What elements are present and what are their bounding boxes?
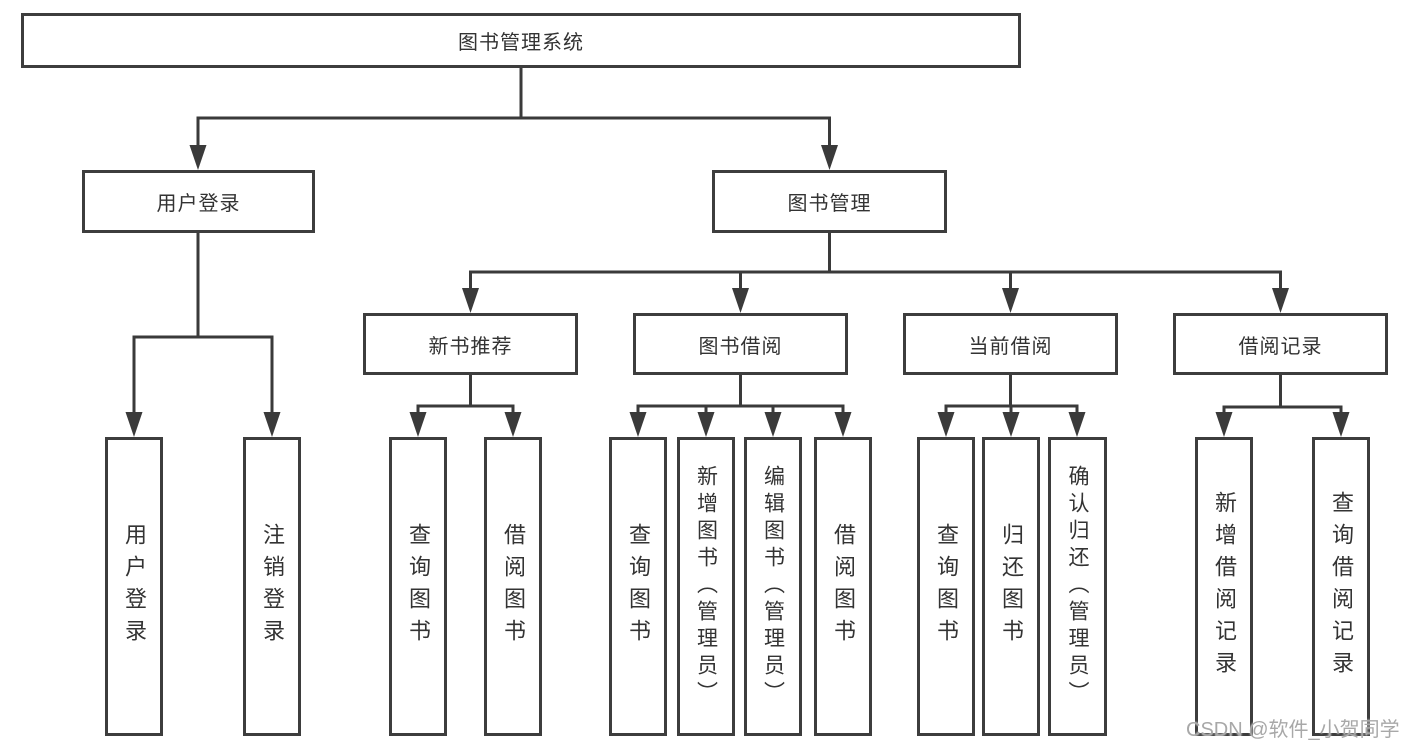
- leaf-add-book-admin-label: 新增图书（管理员）: [694, 465, 718, 708]
- leaf-query-books-2: 查询图书: [609, 437, 667, 736]
- leaf-add-borrow-record-label: 新增借阅记录: [1212, 490, 1237, 683]
- leaf-logout: 注销登录: [243, 437, 301, 736]
- leaf-query-borrow-record: 查询借阅记录: [1312, 437, 1370, 736]
- csdn-watermark: CSDN @软件_小贺同学: [1186, 719, 1400, 741]
- node-user-login-label: 用户登录: [156, 193, 241, 215]
- leaf-query-books-1-label: 查询图书: [406, 522, 431, 651]
- leaf-user-login-label: 用户登录: [122, 522, 147, 651]
- leaf-borrow-books-2-label: 借阅图书: [831, 522, 856, 651]
- leaf-query-books-3-label: 查询图书: [934, 522, 959, 651]
- node-borrow-records-label: 借阅记录: [1238, 335, 1323, 358]
- leaf-query-books-3: 查询图书: [917, 437, 975, 736]
- leaf-add-borrow-record: 新增借阅记录: [1195, 437, 1253, 736]
- node-current-borrow: 当前借阅: [903, 313, 1118, 375]
- node-current-borrow-label: 当前借阅: [968, 335, 1053, 358]
- node-root-label: 图书管理系统: [458, 32, 584, 54]
- node-new-book-recommend: 新书推荐: [363, 313, 578, 375]
- leaf-logout-label: 注销登录: [260, 522, 285, 651]
- arrowheads: [125, 145, 1350, 437]
- leaf-edit-book-admin: 编辑图书（管理员）: [744, 437, 802, 736]
- leaf-add-book-admin: 新增图书（管理员）: [677, 437, 735, 736]
- node-user-login: 用户登录: [82, 170, 315, 233]
- leaf-query-borrow-record-label: 查询借阅记录: [1329, 490, 1354, 683]
- node-new-book-recommend-label: 新书推荐: [428, 335, 513, 358]
- node-book-management: 图书管理: [712, 170, 947, 233]
- leaf-borrow-books-1-label: 借阅图书: [501, 522, 526, 651]
- leaf-return-book-label: 归还图书: [999, 522, 1024, 651]
- leaf-query-books-1: 查询图书: [389, 437, 447, 736]
- node-borrow-records: 借阅记录: [1173, 313, 1388, 375]
- node-book-borrow: 图书借阅: [633, 313, 848, 375]
- leaf-user-login: 用户登录: [105, 437, 163, 736]
- leaf-confirm-return-admin-label: 确认归还（管理员）: [1066, 465, 1089, 708]
- leaf-query-books-2-label: 查询图书: [626, 522, 651, 651]
- node-book-borrow-label: 图书借阅: [698, 335, 783, 358]
- leaf-borrow-books-1: 借阅图书: [484, 437, 542, 736]
- leaf-edit-book-admin-label: 编辑图书（管理员）: [761, 465, 785, 708]
- leaf-return-book: 归还图书: [982, 437, 1040, 736]
- leaf-borrow-books-2: 借阅图书: [814, 437, 872, 736]
- leaf-confirm-return-admin: 确认归还（管理员）: [1048, 437, 1107, 736]
- node-book-management-label: 图书管理: [787, 193, 872, 215]
- node-root: 图书管理系统: [21, 13, 1021, 68]
